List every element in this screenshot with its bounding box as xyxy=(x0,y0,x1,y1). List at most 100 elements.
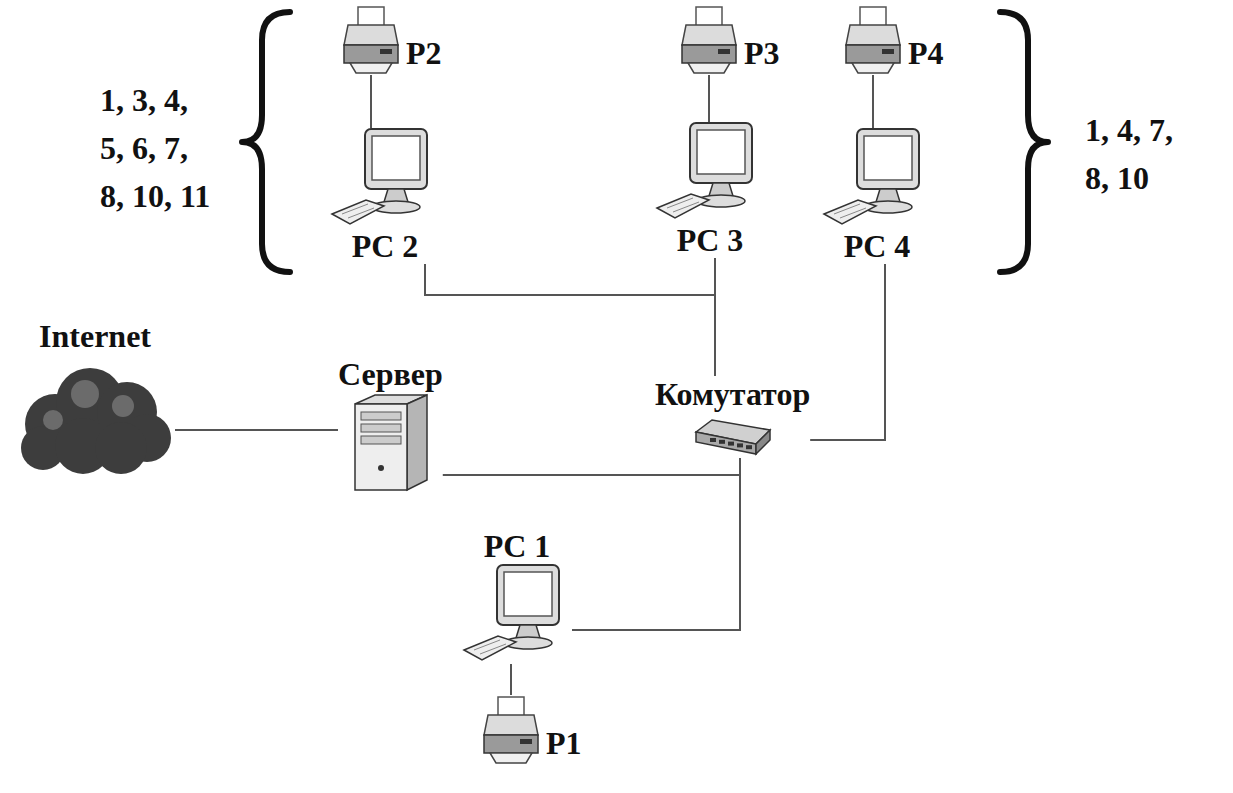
cloud-icon xyxy=(15,354,175,474)
sw-part xyxy=(719,440,725,444)
device-label: P4 xyxy=(908,9,944,71)
computer-number-list: 1, 4, 7, 8, 10 xyxy=(1085,106,1203,202)
device-label: Internet xyxy=(39,318,151,354)
device-label: PC 4 xyxy=(844,228,911,264)
pc-part xyxy=(667,198,699,212)
printer-part xyxy=(498,697,524,717)
printer-part xyxy=(350,63,392,73)
computer-number-list: 1, 4, 7, 8, 10 xyxy=(1085,106,1203,202)
printer-part xyxy=(490,753,532,763)
printer-part xyxy=(520,739,532,744)
curly-bracket xyxy=(1000,12,1048,272)
sw-part xyxy=(710,438,716,442)
pc-icon xyxy=(462,564,572,664)
device-label: PC 3 xyxy=(677,222,744,258)
printer-part xyxy=(696,7,722,27)
printer-part xyxy=(484,735,538,753)
pc-part xyxy=(372,136,420,180)
pc-part xyxy=(690,123,752,183)
server-part xyxy=(361,412,401,420)
server-part xyxy=(355,404,407,490)
pc-part xyxy=(709,183,733,196)
network-cable xyxy=(810,264,885,440)
pc-part xyxy=(464,636,516,660)
pc-part xyxy=(857,129,919,189)
printer-part xyxy=(846,45,900,63)
printer-part xyxy=(846,25,900,45)
printer-node: P1 xyxy=(480,695,582,765)
device-label: PC 1 xyxy=(484,528,551,564)
network-cable xyxy=(572,458,740,630)
curly-bracket xyxy=(242,12,290,272)
network-cable xyxy=(443,458,740,475)
device-label: Сервер xyxy=(338,356,443,392)
printer-part xyxy=(852,63,894,73)
network-cable xyxy=(872,75,874,128)
printer-part xyxy=(358,7,384,27)
device-label: Комутатор xyxy=(655,376,810,412)
computer-node: PC 3 xyxy=(655,122,765,258)
pc-part xyxy=(384,189,408,202)
computer-number-list: 1, 3, 4, 5, 6, 7, 8, 10, 11 xyxy=(100,76,218,220)
pc-part xyxy=(516,625,540,638)
printer-node: P3 xyxy=(678,5,780,75)
pc-part xyxy=(834,204,866,218)
sw-icon xyxy=(692,412,774,458)
printer-icon xyxy=(340,5,402,75)
server-part xyxy=(378,465,384,471)
computer-node: PC 1 xyxy=(462,528,572,664)
printer-icon xyxy=(678,5,740,75)
printer-node: P2 xyxy=(340,5,442,75)
pc-part xyxy=(876,189,900,202)
server-part xyxy=(407,395,427,490)
cloud-part xyxy=(43,410,63,430)
sw-part xyxy=(737,443,743,447)
pc-part xyxy=(697,130,745,174)
network-cable xyxy=(510,664,512,695)
printer-part xyxy=(484,715,538,735)
network-cable xyxy=(425,264,715,376)
network-cable xyxy=(175,429,338,431)
sw-part xyxy=(696,432,756,454)
printer-part xyxy=(860,7,886,27)
pc-icon xyxy=(655,122,765,222)
network-cable xyxy=(370,75,372,128)
cloud-part xyxy=(71,380,99,408)
pc-part xyxy=(824,200,876,224)
printer-part xyxy=(344,45,398,63)
pc-part xyxy=(342,204,374,218)
server-part xyxy=(361,436,401,444)
printer-part xyxy=(682,45,736,63)
printer-part xyxy=(380,49,392,54)
cloud-part xyxy=(95,422,147,474)
pc-icon xyxy=(330,128,440,228)
server-node: Сервер xyxy=(338,356,443,492)
printer-part xyxy=(882,49,894,54)
printer-part xyxy=(718,49,730,54)
internet-cloud: Internet xyxy=(15,318,175,474)
printer-icon xyxy=(842,5,904,75)
printer-node: P4 xyxy=(842,5,944,75)
pc-icon xyxy=(822,128,932,228)
pc-part xyxy=(474,640,506,654)
computer-node: PC 2 xyxy=(330,128,440,264)
network-cable xyxy=(714,258,716,376)
cloud-part xyxy=(112,395,134,417)
pc-part xyxy=(657,194,709,218)
sw-part xyxy=(756,430,770,454)
server-icon xyxy=(345,392,435,492)
sw-part xyxy=(728,442,734,446)
printer-part xyxy=(344,25,398,45)
device-label: PC 2 xyxy=(352,228,419,264)
pc-part xyxy=(504,572,552,616)
network-cable xyxy=(708,75,710,122)
pc-part xyxy=(332,200,384,224)
device-label: P1 xyxy=(546,699,582,761)
device-label: P3 xyxy=(744,9,780,71)
printer-part xyxy=(688,63,730,73)
sw-part xyxy=(746,445,752,449)
pc-part xyxy=(365,129,427,189)
